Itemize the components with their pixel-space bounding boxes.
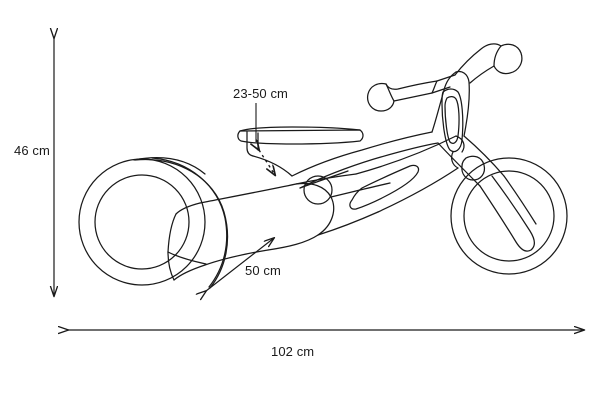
- crank-hub: [303, 175, 333, 205]
- front-fork: [479, 175, 537, 252]
- dimension-label-length: 102 cm: [271, 344, 315, 359]
- rear-arm: [317, 182, 391, 236]
- front-wheel: [450, 157, 568, 275]
- handlebar-right-grip: [454, 43, 523, 84]
- dimension-seat-arrow: [259, 150, 275, 175]
- rear-wheel: [78, 158, 206, 286]
- headset-collar: [431, 74, 456, 94]
- seat-post: [246, 131, 293, 177]
- dimension-label-height: 46 cm: [14, 143, 50, 158]
- dimension-wheelbase-arrow: [206, 238, 274, 291]
- top-tube: [291, 131, 439, 189]
- handlebar-left-grip: [366, 80, 438, 112]
- dimension-label-seat-height: 23-50 cm: [233, 86, 288, 101]
- frame-slot: [349, 164, 420, 210]
- down-tube: [355, 135, 465, 213]
- dimension-label-wheelbase: 50 cm: [245, 263, 281, 278]
- fork-crown: [461, 155, 486, 181]
- head-tube: [431, 70, 505, 187]
- frame-tail: [167, 251, 207, 265]
- saddle: [237, 126, 364, 145]
- frame-strut: [299, 170, 349, 189]
- head-plate: [441, 88, 464, 153]
